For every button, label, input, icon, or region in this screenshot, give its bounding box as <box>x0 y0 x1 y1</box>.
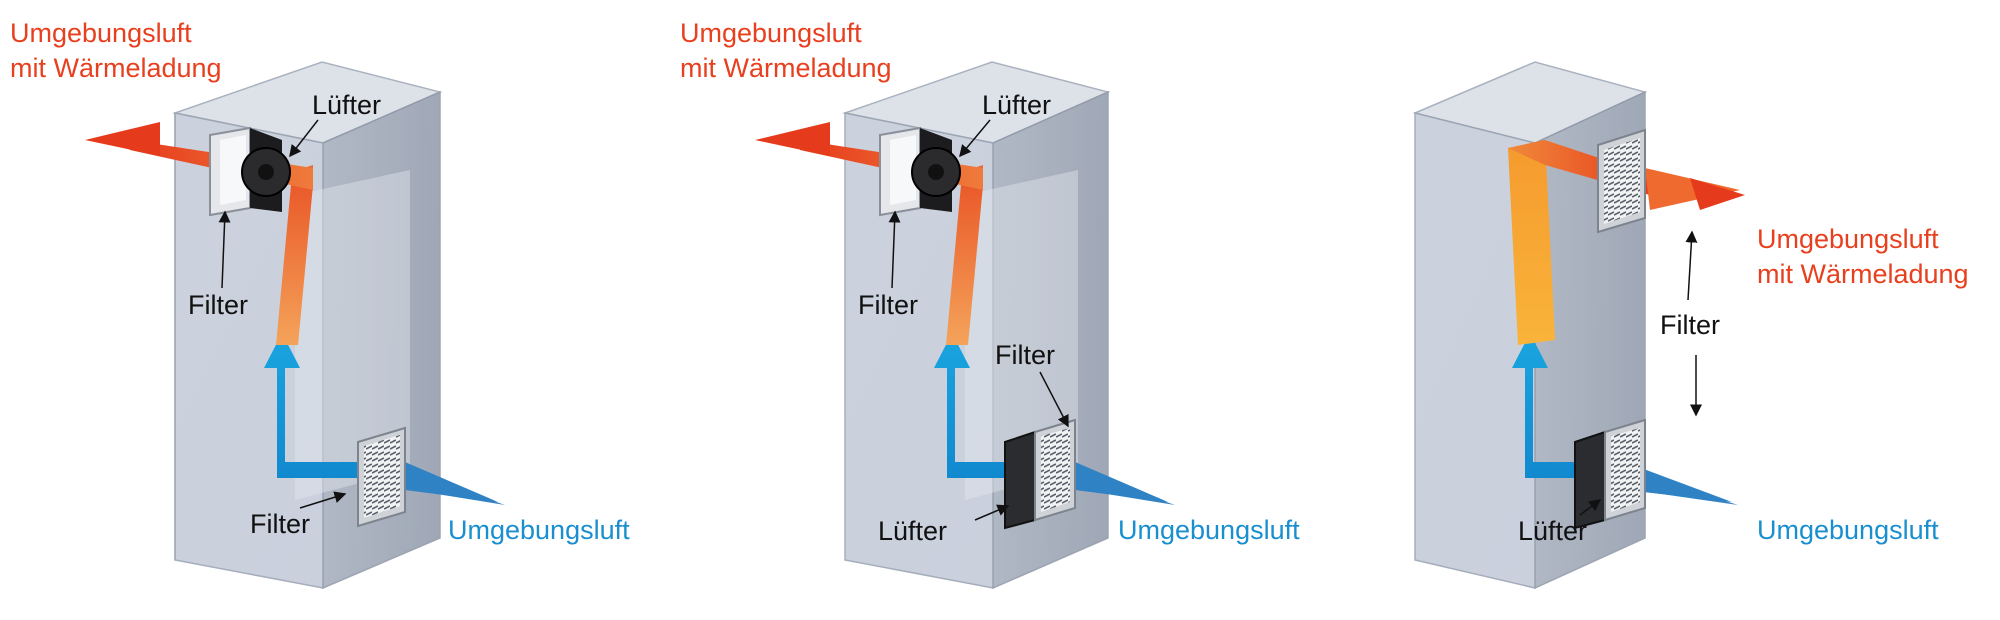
diagram-3 <box>1412 61 1745 590</box>
ambient-air-label-d2: Umgebungsluft <box>1118 515 1300 545</box>
filter-label-bottom-d1: Filter <box>250 509 310 539</box>
hot-air-label-line1-d1: Umgebungsluft <box>10 18 192 48</box>
leader-lines-1 <box>218 119 347 509</box>
fan-label-top-d2: Lüfter <box>982 90 1052 120</box>
fan-label-d1: Lüfter <box>312 90 382 120</box>
hot-air-label-line2-d2: mit Wärmeladung <box>680 53 892 83</box>
filter-label-bottom-d2: Filter <box>995 340 1055 370</box>
top-fan-unit-1 <box>209 126 291 217</box>
filter-label-top-d2: Filter <box>858 290 918 320</box>
top-filter-unit-3 <box>1597 128 1646 234</box>
top-fan-unit-2 <box>879 126 961 217</box>
ambient-air-label-d3: Umgebungsluft <box>1757 515 1939 545</box>
bottom-filter-unit-1 <box>357 426 406 528</box>
hot-air-label-line1-d2: Umgebungsluft <box>680 18 862 48</box>
diagram-2 <box>755 61 1175 590</box>
filter-label-top-d1: Filter <box>188 290 248 320</box>
leader-lines-3 <box>1579 230 1702 516</box>
fan-label-bottom-d2: Lüfter <box>878 516 948 546</box>
hot-air-label-line1-d3: Umgebungsluft <box>1757 224 1939 254</box>
fan-label-d3: Lüfter <box>1518 516 1588 546</box>
diagram-1 <box>85 61 505 590</box>
filter-label-d3: Filter <box>1660 310 1720 340</box>
hot-air-label-line2-d1: mit Wärmeladung <box>10 53 222 83</box>
ambient-air-label-d1: Umgebungsluft <box>448 515 630 545</box>
leader-lines-2 <box>888 119 1069 521</box>
cold-airflow-1 <box>264 333 505 505</box>
hot-air-label-line2-d3: mit Wärmeladung <box>1757 259 1969 289</box>
